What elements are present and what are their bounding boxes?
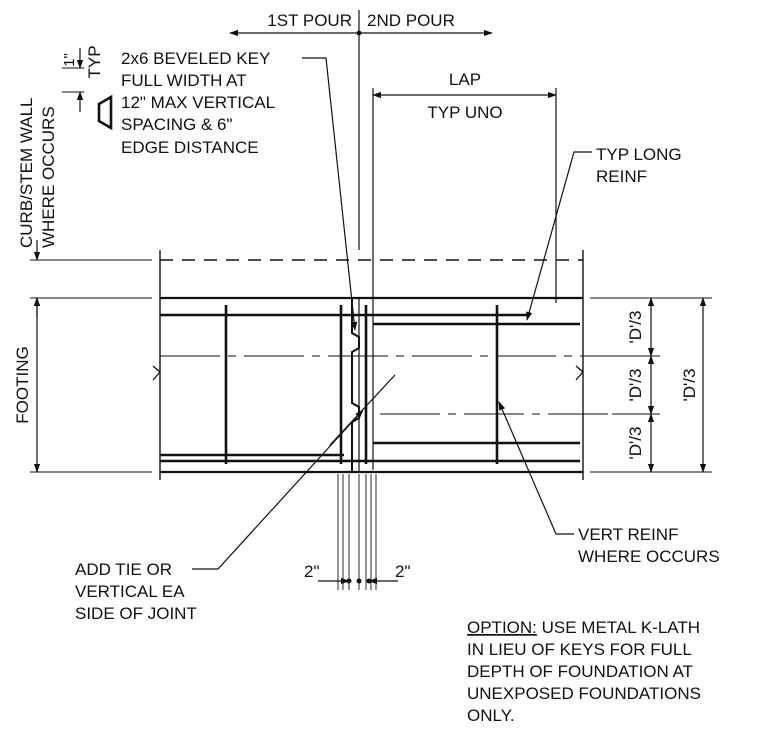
key-depth-dimension: 1" TYP bbox=[61, 45, 113, 131]
vert-reinf-line-1: VERT REINF bbox=[578, 525, 678, 544]
key-note-line-3: 12" MAX VERTICAL bbox=[121, 93, 275, 112]
two-inch-left: 2" bbox=[304, 562, 320, 581]
long-reinf-line-2: REINF bbox=[596, 167, 647, 186]
curb-wall-line-2: WHERE OCCURS bbox=[39, 106, 58, 248]
add-tie-note: ADD TIE OR VERTICAL EA SIDE OF JOINT bbox=[75, 374, 396, 623]
offset-dimensions: 2" 2" bbox=[304, 474, 411, 590]
depth-third-dimensions: 'D'/3 'D'/3 'D'/3 'D'/3 bbox=[590, 297, 712, 473]
reinforcement bbox=[160, 305, 580, 464]
add-tie-line-3: SIDE OF JOINT bbox=[75, 604, 197, 623]
vert-reinf-line-2: WHERE OCCURS bbox=[578, 547, 720, 566]
pour-dimension: 1ST POUR 2ND POUR bbox=[229, 10, 493, 250]
curb-wall-line-1: CURB/STEM WALL bbox=[17, 97, 36, 248]
option-label: OPTION: bbox=[467, 618, 537, 637]
break-mark-right bbox=[575, 365, 584, 381]
long-reinf-leader bbox=[526, 151, 592, 321]
add-tie-leader-a bbox=[192, 409, 364, 570]
break-mark-left bbox=[152, 365, 161, 381]
footing-section bbox=[152, 250, 584, 480]
keyed-joint bbox=[351, 298, 360, 472]
d3-label-top: 'D'/3 bbox=[626, 311, 645, 344]
option-line-4: UNEXPOSED FOUNDATIONS bbox=[467, 684, 701, 703]
long-reinf-line-1: TYP LONG bbox=[596, 145, 682, 164]
d3-label-bottom: 'D'/3 bbox=[626, 427, 645, 460]
one-inch-label: 1" bbox=[61, 53, 78, 67]
option-note: OPTION: USE METAL K-LATH IN LIEU OF KEYS… bbox=[467, 618, 701, 725]
vert-reinf-note: VERT REINF WHERE OCCURS bbox=[498, 401, 720, 566]
d3-label-mid: 'D'/3 bbox=[626, 369, 645, 402]
key-note-line-5: EDGE DISTANCE bbox=[121, 138, 259, 157]
key-profile-joint bbox=[351, 298, 360, 472]
long-reinf-note: TYP LONG REINF bbox=[526, 145, 682, 321]
two-inch-right: 2" bbox=[395, 562, 411, 581]
key-profile-symbol bbox=[97, 94, 113, 131]
add-tie-line-1: ADD TIE OR bbox=[75, 560, 172, 579]
lap-label: LAP bbox=[449, 70, 481, 89]
key-leader bbox=[302, 57, 358, 331]
key-note-line-1: 2x6 BEVELED KEY bbox=[121, 49, 270, 68]
key-note-line-4: SPACING & 6" bbox=[121, 115, 233, 134]
typ-uno-label: TYP UNO bbox=[427, 103, 502, 122]
typ-label: TYP bbox=[85, 45, 104, 78]
footing-label: FOOTING bbox=[13, 346, 32, 423]
third-point-lines bbox=[160, 355, 640, 415]
key-note-line-2: FULL WIDTH AT bbox=[121, 71, 247, 90]
first-pour-label: 1ST POUR bbox=[267, 11, 352, 30]
d3-label-overall: 'D'/3 bbox=[680, 369, 699, 402]
option-line-2: IN LIEU OF KEYS FOR FULL bbox=[467, 640, 692, 659]
key-note: 2x6 BEVELED KEY FULL WIDTH AT 12" MAX VE… bbox=[121, 49, 358, 331]
add-tie-line-2: VERTICAL EA bbox=[75, 582, 185, 601]
vert-reinf-leader bbox=[498, 401, 574, 535]
option-line-1: OPTION: USE METAL K-LATH bbox=[467, 618, 700, 637]
lap-dimension: LAP TYP UNO bbox=[372, 70, 557, 470]
second-pour-label: 2ND POUR bbox=[367, 11, 455, 30]
option-first-line: USE METAL K-LATH bbox=[537, 618, 700, 637]
option-line-5: ONLY. bbox=[467, 706, 515, 725]
option-line-3: DEPTH OF FOUNDATION AT bbox=[467, 662, 693, 681]
add-tie-leader-b bbox=[329, 374, 396, 446]
footing-dimension: FOOTING bbox=[13, 297, 152, 473]
